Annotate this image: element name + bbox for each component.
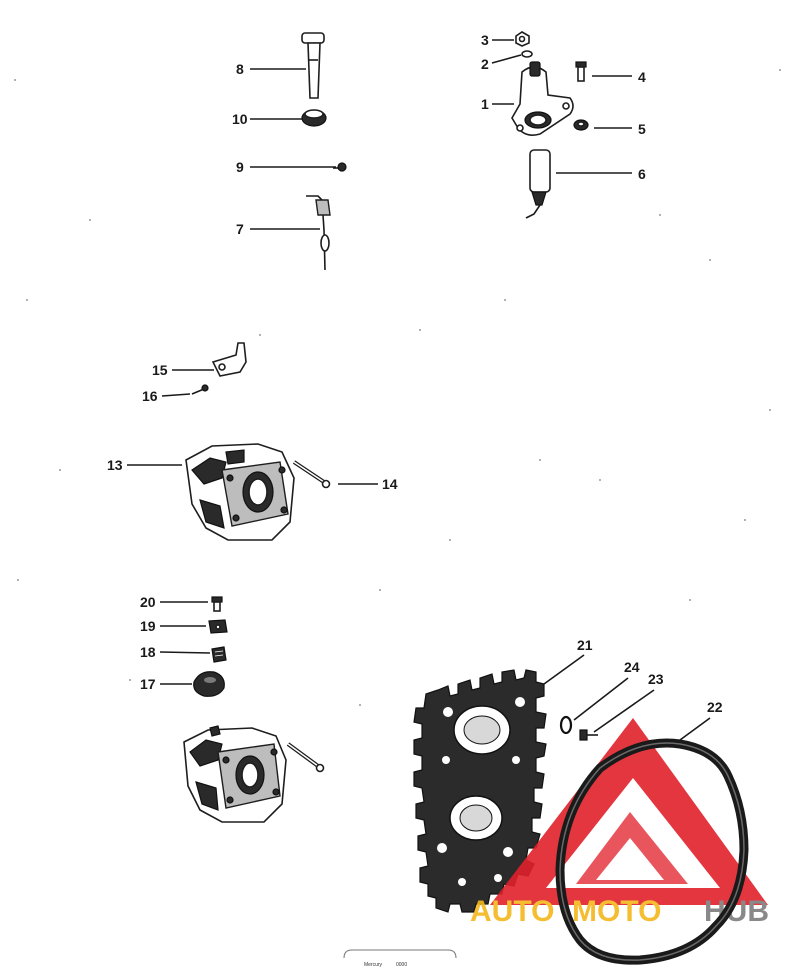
svg-text:3: 3 [481,32,489,48]
part-8-plunger [301,32,325,99]
callout-7: 7 [236,221,320,237]
svg-text:15: 15 [152,362,168,378]
callout-13: 13 [107,457,182,473]
part-24-washer [559,715,573,735]
svg-text:AUTO: AUTO [470,895,554,928]
part-16-screw [191,384,209,395]
callout-3: 3 [481,32,514,48]
callout-19: 19 [140,618,206,634]
part-17-cover [193,671,225,697]
part-13-carburetor [185,443,295,541]
callout-10: 10 [232,111,302,127]
callout-16: 16 [142,388,191,404]
svg-text:4: 4 [638,69,646,85]
callout-1: 1 [481,96,514,112]
svg-text:1: 1 [481,96,489,112]
part-18-gasket [211,646,227,663]
part-14-long-screw [292,460,331,489]
part-19-plate [208,619,228,634]
part-10-grommet [301,109,327,127]
svg-text:9: 9 [236,159,244,175]
part-3-nut [515,31,530,47]
part-20-screw [211,596,223,612]
part-1-housing [511,61,574,136]
svg-text:24: 24 [624,659,640,675]
part-22-seal-ring [555,738,749,965]
callout-8: 8 [236,61,306,77]
svg-text:10: 10 [232,111,248,127]
scan-specks [14,69,781,706]
svg-text:18: 18 [140,644,156,660]
part-15-bracket [211,342,247,377]
svg-text:23: 23 [648,671,664,687]
svg-text:0000: 0000 [396,962,407,968]
svg-text:14: 14 [382,476,398,492]
callout-18: 18 [140,644,211,660]
part-5-washer [573,119,589,131]
svg-text:21: 21 [577,637,593,653]
svg-text:17: 17 [140,676,156,692]
callout-2: 2 [481,54,522,72]
callout-14: 14 [338,476,398,492]
part-21-gasket-plate [413,669,547,913]
callout-9: 9 [236,159,336,175]
callout-21: 21 [543,637,593,685]
callout-23: 23 [593,671,664,733]
callout-6: 6 [556,166,646,182]
callout-17: 17 [140,676,192,692]
svg-text:13: 13 [107,457,123,473]
callout-4: 4 [592,69,646,85]
svg-text:5: 5 [638,121,646,137]
svg-text:MOTO: MOTO [572,895,661,928]
footer-mark: Mercury 0000 [343,949,457,968]
carburetor-lower [183,725,325,823]
svg-text:8: 8 [236,61,244,77]
callout-5: 5 [594,121,646,137]
callout-15: 15 [152,362,214,378]
part-9-screw [333,162,347,172]
callout-22: 22 [679,699,723,741]
part-2-washer [521,50,533,58]
part-6-cylinder [525,149,551,219]
svg-text:16: 16 [142,388,158,404]
svg-text:22: 22 [707,699,723,715]
svg-text:7: 7 [236,221,244,237]
part-4-bolt [575,61,587,82]
svg-text:Mercury: Mercury [364,962,383,968]
callout-20: 20 [140,594,208,610]
svg-text:2: 2 [481,56,489,72]
part-23-screw [579,729,598,741]
part-7-link-rod [306,195,331,271]
callout-24: 24 [573,659,640,721]
svg-text:20: 20 [140,594,156,610]
svg-text:19: 19 [140,618,156,634]
svg-text:6: 6 [638,166,646,182]
